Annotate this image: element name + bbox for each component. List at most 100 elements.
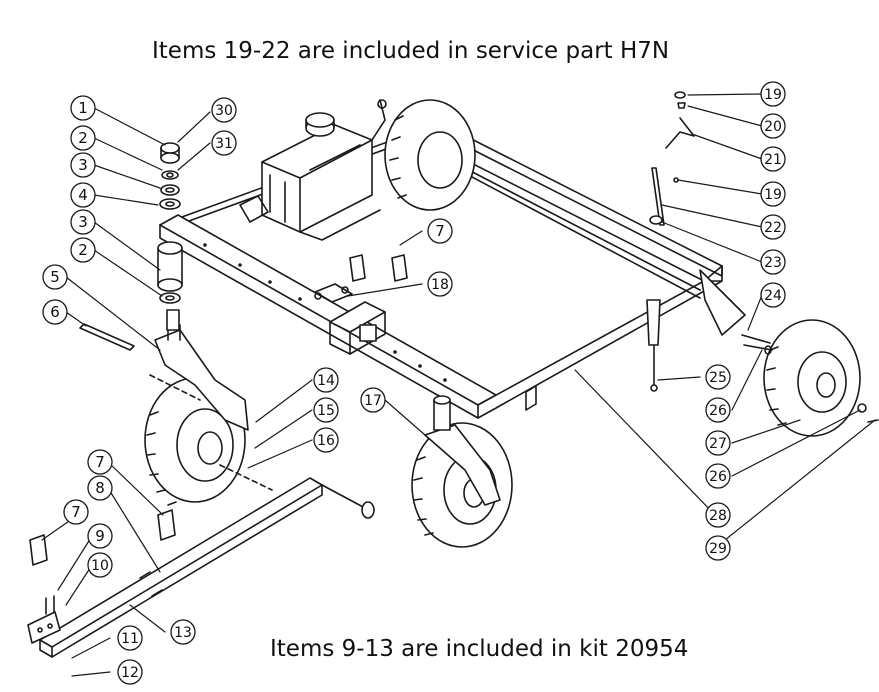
- callout-circle: [705, 430, 731, 456]
- callout-2: 2: [70, 125, 96, 151]
- callout-9: 9: [87, 523, 113, 549]
- callout-circle: [705, 364, 731, 390]
- callout-30: 30: [211, 97, 237, 123]
- callout-number: 30: [215, 103, 233, 119]
- center-caster-wheel: [411, 395, 513, 548]
- callout-circle: [760, 181, 786, 207]
- callout-number: 28: [709, 508, 727, 524]
- left-caster-wheel: [144, 309, 273, 506]
- callout-1: 1: [70, 95, 96, 121]
- callout-26: 26: [705, 463, 731, 489]
- callout-number: 18: [431, 277, 449, 293]
- callout-23: 23: [760, 249, 786, 275]
- callout-number: 8: [95, 479, 105, 497]
- callout-3: 3: [70, 209, 96, 235]
- callout-number: 15: [317, 403, 335, 419]
- callout-circle: [211, 130, 237, 156]
- callout-circle: [87, 552, 113, 578]
- callout-circle: [760, 113, 786, 139]
- fuel-tank: [239, 99, 387, 241]
- callout-21: 21: [760, 146, 786, 172]
- callout-7: 7: [87, 449, 113, 475]
- callout-number: 12: [121, 665, 139, 681]
- callout-3: 3: [70, 152, 96, 178]
- callout-number: 2: [78, 241, 88, 259]
- callout-circle: [760, 146, 786, 172]
- callout-31: 31: [211, 130, 237, 156]
- callout-2: 2: [70, 237, 96, 263]
- callout-number: 13: [174, 625, 192, 641]
- callout-number: 31: [215, 136, 233, 152]
- callout-circle: [42, 264, 68, 290]
- callout-29: 29: [705, 535, 731, 561]
- callout-circle: [360, 387, 386, 413]
- callout-number: 19: [764, 87, 782, 103]
- callout-circle: [760, 282, 786, 308]
- callout-19: 19: [760, 81, 786, 107]
- callout-number: 20: [764, 119, 782, 135]
- callout-circle: [70, 95, 96, 121]
- callout-25: 25: [705, 364, 731, 390]
- callout-10: 10: [87, 552, 113, 578]
- callout-15: 15: [313, 397, 339, 423]
- clip-7-top: [349, 254, 408, 282]
- callout-circle: [70, 182, 96, 208]
- callout-circle: [70, 125, 96, 151]
- callout-circle: [70, 152, 96, 178]
- pin-set-19-25: [646, 91, 695, 392]
- callout-circle: [170, 619, 196, 645]
- callout-number: 7: [435, 222, 445, 240]
- main-frame: [159, 117, 746, 419]
- callout-22: 22: [760, 214, 786, 240]
- leader-lines: [41, 93, 876, 677]
- callout-circle: [427, 218, 453, 244]
- callout-circle: [313, 427, 339, 453]
- callout-circle: [313, 397, 339, 423]
- callout-6: 6: [42, 299, 68, 325]
- callout-14: 14: [313, 367, 339, 393]
- callout-20: 20: [760, 113, 786, 139]
- callout-number: 11: [121, 631, 139, 647]
- tongue-assembly: [27, 477, 375, 658]
- callout-5: 5: [42, 264, 68, 290]
- callout-number: 7: [95, 453, 105, 471]
- callout-number: 9: [95, 527, 105, 545]
- callout-circle: [42, 299, 68, 325]
- callout-circle: [313, 367, 339, 393]
- callout-18: 18: [427, 271, 453, 297]
- callout-circle: [211, 97, 237, 123]
- callout-number: 16: [317, 433, 335, 449]
- callout-circle: [760, 81, 786, 107]
- callout-circle: [705, 463, 731, 489]
- callout-number: 23: [764, 255, 782, 271]
- callout-11: 11: [117, 625, 143, 651]
- spindle-stack: [157, 142, 183, 304]
- right-wheel: [741, 319, 879, 437]
- callout-number: 26: [709, 469, 727, 485]
- callout-circle: [87, 475, 113, 501]
- callout-number: 2: [78, 129, 88, 147]
- callout-number: 1: [78, 99, 88, 117]
- callout-circle: [760, 214, 786, 240]
- callout-circle: [705, 397, 731, 423]
- callout-circle: [117, 625, 143, 651]
- callout-7: 7: [427, 218, 453, 244]
- callout-circle: [427, 271, 453, 297]
- callout-number: 14: [317, 373, 335, 389]
- callout-circle: [760, 249, 786, 275]
- callout-circle: [87, 449, 113, 475]
- callout-number: 6: [50, 303, 60, 321]
- callout-circle: [705, 502, 731, 528]
- callout-7: 7: [63, 499, 89, 525]
- callout-number: 10: [91, 558, 109, 574]
- callout-number: 25: [709, 370, 727, 386]
- callout-number: 26: [709, 403, 727, 419]
- pin-6: [79, 323, 135, 351]
- callout-circle: [70, 209, 96, 235]
- callout-number: 27: [709, 436, 727, 452]
- callout-number: 22: [764, 220, 782, 236]
- top-note: Items 19-22 are included in service part…: [152, 38, 670, 64]
- callout-4: 4: [70, 182, 96, 208]
